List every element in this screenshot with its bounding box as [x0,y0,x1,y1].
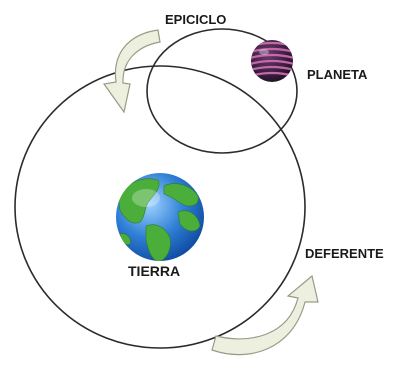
striped-planet-icon [250,40,294,82]
curved-arrow-icon [212,276,318,355]
earth-label: TIERRA [128,263,180,279]
epicycle-label: EPICICLO [165,12,226,27]
deferent-label: DEFERENTE [305,246,384,261]
globe-icon [116,173,204,262]
planet-label: PLANETA [307,67,368,82]
